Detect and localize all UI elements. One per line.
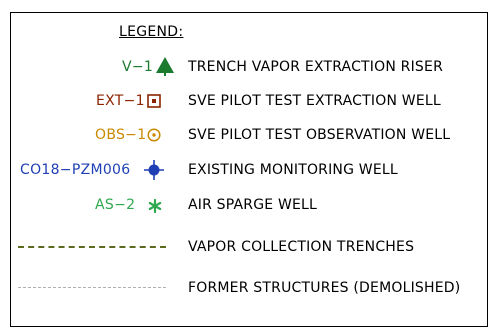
circle-dot-icon bbox=[147, 128, 161, 142]
tree-triangle-icon bbox=[156, 57, 174, 76]
legend-frame bbox=[10, 12, 488, 327]
observation-well-description: SVE PILOT TEST OBSERVATION WELL bbox=[188, 127, 451, 143]
former-structures-description: FORMER STRUCTURES (DEMOLISHED) bbox=[188, 280, 461, 296]
crosshair-circle-icon bbox=[144, 160, 164, 180]
air-sparge-description: AIR SPARGE WELL bbox=[188, 197, 318, 213]
dashed-line-olive bbox=[18, 246, 166, 248]
legend-title: LEGEND: bbox=[119, 24, 184, 40]
air-sparge-label: AS−2 bbox=[95, 197, 136, 213]
extraction-well-label: EXT−1 bbox=[96, 93, 145, 109]
dashed-line-gray bbox=[18, 287, 166, 288]
riser-label: V−1 bbox=[122, 59, 154, 75]
observation-well-label: OBS−1 bbox=[95, 127, 147, 143]
asterisk-icon bbox=[148, 199, 162, 213]
square-dot-icon bbox=[147, 94, 161, 108]
monitoring-well-label: CO18−PZM006 bbox=[20, 162, 131, 178]
extraction-well-description: SVE PILOT TEST EXTRACTION WELL bbox=[188, 93, 441, 109]
trench-description: VAPOR COLLECTION TRENCHES bbox=[188, 239, 415, 255]
riser-description: TRENCH VAPOR EXTRACTION RISER bbox=[188, 59, 443, 75]
monitoring-well-description: EXISTING MONITORING WELL bbox=[188, 162, 398, 178]
